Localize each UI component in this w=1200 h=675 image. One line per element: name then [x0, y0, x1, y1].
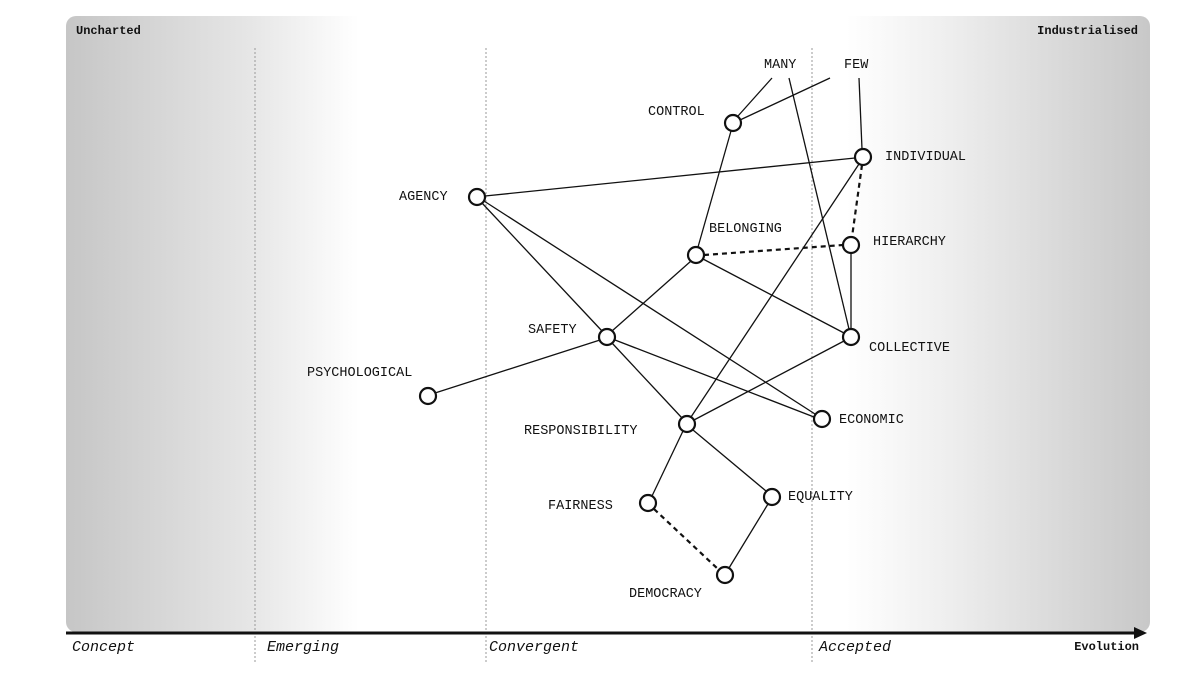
axis-arrow-icon	[1134, 627, 1147, 639]
map-background	[66, 16, 1150, 632]
node-safety[interactable]	[597, 327, 617, 347]
edge-individual-hierarchy	[850, 164, 864, 238]
stage-convergent: Convergent	[489, 639, 580, 656]
edge-safety-psychological	[434, 339, 601, 394]
industrialised-label: Industrialised	[1037, 24, 1138, 38]
edge-control-belonging	[697, 130, 732, 248]
edge-belonging-collective	[702, 258, 845, 334]
label-hierarchy: HIERARCHY	[873, 235, 946, 250]
node-hierarchy[interactable]	[841, 235, 861, 255]
edge-collective-responsibility	[693, 340, 845, 421]
edge-fairness-democracy	[653, 508, 720, 571]
node-belonging[interactable]	[686, 245, 706, 265]
edge-equality-democracy	[728, 503, 769, 569]
label-safety: SAFETY	[528, 323, 577, 338]
label-economic: ECONOMIC	[839, 413, 904, 428]
node-equality[interactable]	[762, 487, 782, 507]
node-control[interactable]	[723, 113, 743, 133]
label-democracy: DEMOCRACY	[629, 587, 702, 602]
node-democracy[interactable]	[715, 565, 735, 585]
uncharted-label: Uncharted	[76, 24, 141, 38]
label-psychological: PSYCHOLOGICAL	[307, 366, 413, 381]
node-agency[interactable]	[467, 187, 487, 207]
edge-few-individual	[858, 77, 863, 150]
node-individual[interactable]	[853, 147, 873, 167]
label-individual: INDIVIDUAL	[885, 150, 967, 165]
stage-accepted: Accepted	[819, 639, 892, 656]
edge-responsibility-fairness	[651, 430, 684, 497]
node-fairness[interactable]	[638, 493, 658, 513]
edge-safety-responsibility	[611, 342, 683, 419]
label-collective: COLLECTIVE	[869, 341, 951, 356]
node-economic[interactable]	[812, 409, 832, 429]
nodes	[418, 113, 873, 585]
edge-individual-responsibility	[690, 163, 860, 418]
label-agency: AGENCY	[399, 190, 448, 205]
edge-many-control	[737, 77, 773, 117]
label-fairness: FAIRNESS	[548, 499, 613, 514]
edge-agency-individual	[484, 157, 856, 197]
edge-many-collective	[788, 77, 850, 330]
stage-concept: Concept	[72, 639, 136, 656]
edge-belonging-hierarchy	[703, 243, 844, 257]
edge-agency-safety	[481, 202, 603, 332]
label-many: MANY	[764, 58, 797, 73]
label-few: FEW	[844, 58, 869, 73]
node-psychological[interactable]	[418, 386, 438, 406]
evolution-label: Evolution	[1074, 640, 1139, 654]
label-equality: EQUALITY	[788, 490, 853, 505]
label-control: CONTROL	[648, 105, 705, 120]
stage-emerging: Emerging	[267, 639, 340, 656]
edge-belonging-safety	[611, 260, 692, 332]
edge-agency-economic	[483, 200, 816, 415]
node-collective[interactable]	[841, 327, 861, 347]
node-responsibility[interactable]	[677, 414, 697, 434]
edges	[434, 77, 864, 571]
edge-few-control	[739, 77, 831, 121]
edge-responsibility-equality	[692, 429, 767, 492]
label-belonging: BELONGING	[709, 222, 782, 237]
label-responsibility: RESPONSIBILITY	[524, 424, 638, 439]
edge-safety-economic	[614, 339, 815, 418]
